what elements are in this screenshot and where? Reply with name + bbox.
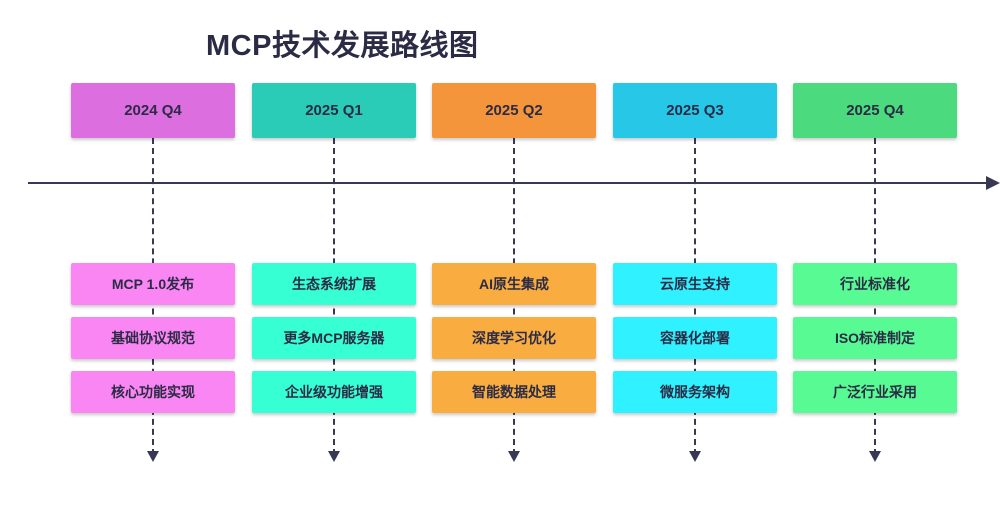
milestone-item: 智能数据处理	[432, 371, 596, 413]
milestone-item: 云原生支持	[613, 263, 777, 305]
timeline-arrowhead-icon	[986, 176, 1000, 190]
quarter-header: 2025 Q3	[613, 83, 777, 138]
milestone-item: 容器化部署	[613, 317, 777, 359]
milestone-item: AI原生集成	[432, 263, 596, 305]
timeline-column-2024-q4: 2024 Q4 MCP 1.0发布 基础协议规范 核心功能实现	[71, 83, 235, 465]
milestone-item: 核心功能实现	[71, 371, 235, 413]
milestone-item: MCP 1.0发布	[71, 263, 235, 305]
milestone-item: 企业级功能增强	[252, 371, 416, 413]
milestone-item: 基础协议规范	[71, 317, 235, 359]
timeline-column-2025-q3: 2025 Q3 云原生支持 容器化部署 微服务架构	[613, 83, 777, 465]
milestone-item: 深度学习优化	[432, 317, 596, 359]
down-arrowhead-icon	[508, 451, 520, 462]
timeline-column-2025-q1: 2025 Q1 生态系统扩展 更多MCP服务器 企业级功能增强	[252, 83, 416, 465]
timeline-column-2025-q2: 2025 Q2 AI原生集成 深度学习优化 智能数据处理	[432, 83, 596, 465]
milestone-item: 更多MCP服务器	[252, 317, 416, 359]
timeline-column-2025-q4: 2025 Q4 行业标准化 ISO标准制定 广泛行业采用	[793, 83, 957, 465]
milestone-item: 微服务架构	[613, 371, 777, 413]
down-arrowhead-icon	[689, 451, 701, 462]
quarter-header: 2024 Q4	[71, 83, 235, 138]
timeline-axis	[28, 182, 988, 184]
down-arrowhead-icon	[328, 451, 340, 462]
down-arrowhead-icon	[147, 451, 159, 462]
quarter-header: 2025 Q4	[793, 83, 957, 138]
page-title: MCP技术发展路线图	[206, 30, 479, 62]
quarter-header: 2025 Q2	[432, 83, 596, 138]
milestone-item: 生态系统扩展	[252, 263, 416, 305]
milestone-item: ISO标准制定	[793, 317, 957, 359]
down-arrowhead-icon	[869, 451, 881, 462]
milestone-item: 广泛行业采用	[793, 371, 957, 413]
quarter-header: 2025 Q1	[252, 83, 416, 138]
milestone-item: 行业标准化	[793, 263, 957, 305]
